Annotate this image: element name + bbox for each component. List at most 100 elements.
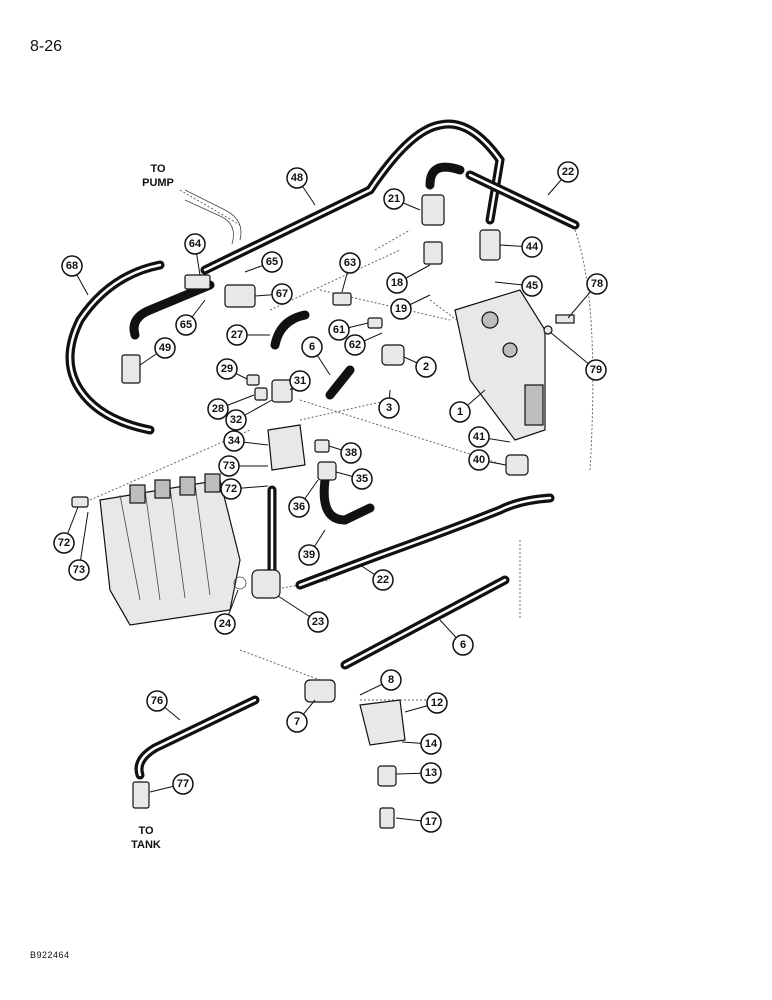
callout-number: 72 [58,537,70,549]
callout-circle [53,532,75,554]
callout-65: 65 [244,251,283,273]
callout-number: 77 [177,778,189,790]
callout-36: 36 [288,479,319,518]
callout-circle [207,398,229,420]
callout-61: 61 [328,319,369,341]
callout-number: 34 [228,435,241,447]
callout-number: 6 [309,341,315,353]
callout-6: 6 [439,619,474,656]
callout-circle [521,236,543,258]
callout-circle [154,337,176,359]
callout-3: 3 [378,389,400,419]
components [71,194,575,829]
callout-number: 63 [344,257,356,269]
callout-number: 72 [225,483,237,495]
callout-number: 31 [294,375,306,387]
callout-circle [225,409,247,431]
callout-number: 22 [377,574,389,586]
callout-circle [452,634,474,656]
callout-number: 17 [425,816,437,828]
callout-1: 1 [449,389,486,423]
callout-31: 31 [289,370,311,392]
callout-38: 38 [328,442,362,464]
callout-21: 21 [383,188,421,211]
route-notes: TO PUMP TO TANK [131,163,174,851]
callout-circle [426,692,448,714]
callout-number: 19 [395,303,407,315]
callout-circle [344,334,366,356]
callout-number: 8 [388,674,394,686]
callout-number: 65 [180,319,192,331]
callout-number: 73 [223,460,235,472]
hose-68 [65,260,165,435]
callout-circle [68,559,90,581]
callout-number: 45 [526,280,538,292]
callout-number: 23 [312,616,324,628]
callout-number: 21 [388,193,400,205]
callout-48: 48 [286,167,316,206]
callout-circle [301,336,323,358]
callout-circle [351,468,373,490]
to-pump-label-line2: PUMP [142,177,174,189]
callout-79: 79 [549,331,607,381]
callout-number: 61 [333,324,345,336]
callout-circle [468,426,490,448]
callout-number: 76 [151,695,163,707]
callout-77: 77 [149,773,194,795]
figure-id: B922464 [30,950,70,960]
callout-circle [184,233,206,255]
callout-22: 22 [359,564,394,591]
callout-number: 48 [291,172,303,184]
callout-32: 32 [225,399,273,431]
callout-number: 24 [219,618,232,630]
callout-29: 29 [216,358,248,380]
callout-circle [307,611,329,633]
callout-number: 49 [159,342,171,354]
callout-8: 8 [359,669,402,696]
callout-22: 22 [547,161,579,196]
callout-number: 3 [386,402,392,414]
callout-number: 27 [231,329,243,341]
to-pump-label-line1: TO [150,163,166,175]
hoses [65,119,580,780]
callout-circle [415,356,437,378]
callout-circle [146,690,168,712]
callout-72: 72 [53,506,79,554]
callout-number: 39 [303,549,315,561]
callout-circle [220,478,242,500]
hose-39 [319,475,375,525]
callout-73: 73 [218,455,268,477]
callout-number: 6 [460,639,466,651]
callout-circle [420,733,442,755]
callout-circle [271,283,293,305]
hose-6-short [325,365,355,400]
callout-number: 73 [73,564,85,576]
callout-circle [390,298,412,320]
callout-76: 76 [146,690,181,721]
callout-circle [214,613,236,635]
callout-68: 68 [61,255,89,296]
callout-circle [328,319,350,341]
callout-18: 18 [386,264,431,294]
callout-circle [340,442,362,464]
callout-circle [172,773,194,795]
callout-circle [218,455,240,477]
callout-6: 6 [301,336,331,376]
to-pump-ghost-line [184,189,242,245]
callout-circle [216,358,238,380]
callout-number: 40 [473,454,485,466]
callout-number: 67 [276,288,288,300]
callout-circle [380,669,402,691]
callout-64: 64 [184,233,206,276]
callout-number: 32 [230,414,242,426]
callout-23: 23 [277,595,329,633]
callout-number: 62 [349,339,361,351]
callout-circle [61,255,83,277]
callout-circle [420,811,442,833]
callout-12: 12 [404,692,448,714]
callout-67: 67 [254,283,293,305]
callout-circle [420,762,442,784]
callout-circle [521,275,543,297]
